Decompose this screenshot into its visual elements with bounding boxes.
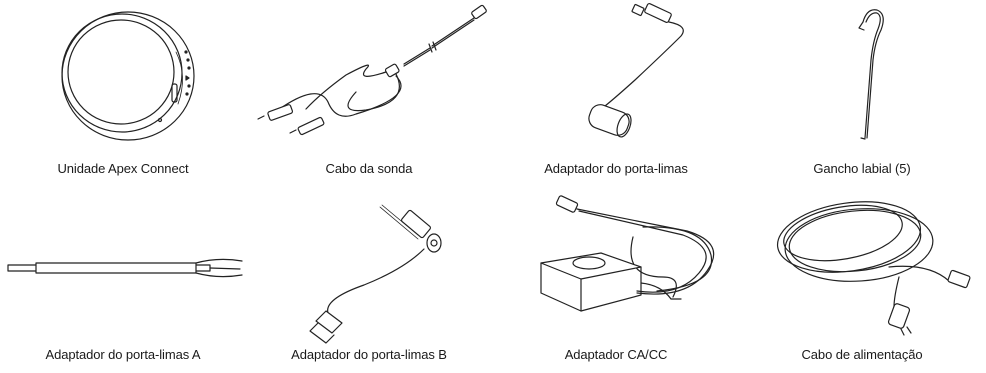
item-probe-cable: Cabo da sonda xyxy=(246,0,492,186)
item-apex-connect: Unidade Apex Connect xyxy=(0,0,246,186)
item-file-holder-adapter: Adaptador do porta-limas xyxy=(493,0,739,186)
ac-dc-adapter-icon xyxy=(540,195,715,312)
file-holder-adapter-icon xyxy=(588,3,684,138)
item-label: Gancho labial (5) xyxy=(813,161,911,176)
item-power-cable: Cabo de alimentação xyxy=(739,187,985,373)
item-label: Adaptador do porta-limas xyxy=(544,161,688,176)
item-label: Unidade Apex Connect xyxy=(57,161,189,176)
lip-hook-icon xyxy=(858,9,884,140)
item-lip-hook: Gancho labial (5) xyxy=(739,0,985,186)
item-label: Cabo de alimentação xyxy=(801,347,923,362)
item-file-holder-adapter-a: Adaptador do porta-limas A xyxy=(0,187,246,373)
item-label: Cabo da sonda xyxy=(325,161,413,176)
probe-cable-icon xyxy=(257,4,487,136)
item-label: Adaptador CA/CC xyxy=(564,347,668,362)
item-file-holder-adapter-b: Adaptador do porta-limas B xyxy=(246,187,492,373)
power-cable-icon xyxy=(776,201,971,336)
file-holder-adapter-b-icon xyxy=(309,204,442,344)
file-holder-adapter-a-icon xyxy=(7,258,243,278)
item-label: Adaptador do porta-limas B xyxy=(291,347,447,362)
apex-connect-unit-icon xyxy=(61,11,195,141)
item-label: Adaptador do porta-limas A xyxy=(45,347,201,362)
item-ac-dc-adapter: Adaptador CA/CC xyxy=(493,187,739,373)
